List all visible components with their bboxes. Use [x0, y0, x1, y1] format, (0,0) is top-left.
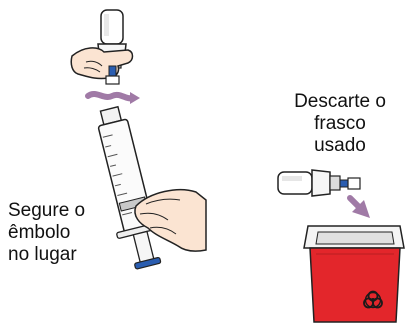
motion-arrow — [85, 91, 135, 102]
vial-and-syringe-illustration — [70, 9, 207, 270]
discard-vial-line-2: frasco — [314, 113, 366, 134]
discard-arrow — [347, 195, 370, 218]
hold-plunger-line-3: no lugar — [8, 244, 77, 265]
upper-hand — [70, 47, 134, 80]
hold-plunger-line-2: êmbolo — [8, 222, 71, 243]
discard-vial-line-3: usado — [314, 135, 366, 156]
hold-plunger-label: Segure o êmbolo no lugar — [8, 200, 85, 266]
biohazard-icon — [363, 290, 383, 309]
hold-plunger-line-1: Segure o — [8, 200, 86, 221]
lower-hand — [134, 188, 207, 252]
syringe — [97, 105, 163, 270]
sharps-container — [303, 225, 405, 323]
discard-vial-line-1: Descarte o — [294, 91, 386, 112]
discard-illustration — [277, 169, 405, 323]
discard-vial-label: Descarte o frasco usado — [276, 91, 404, 157]
used-vial — [277, 169, 361, 197]
